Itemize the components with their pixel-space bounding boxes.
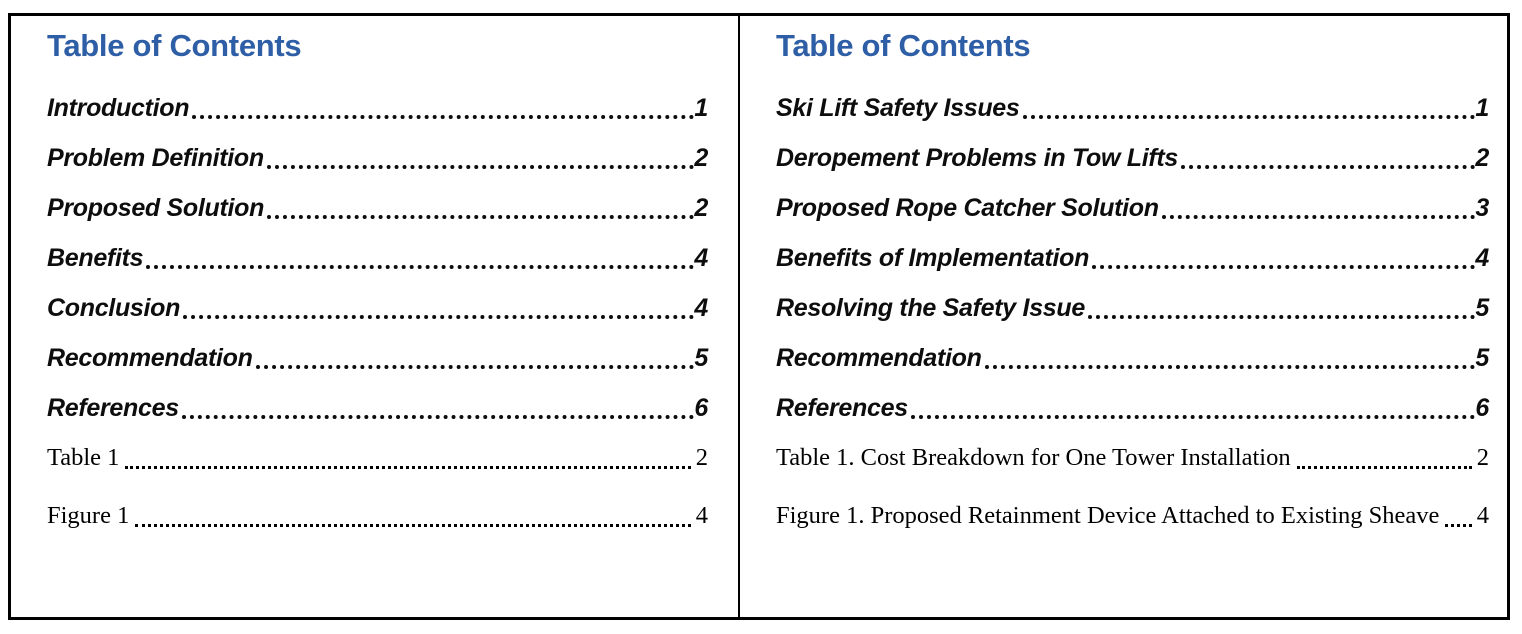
dot-leader — [1181, 165, 1476, 169]
dot-leader — [181, 415, 695, 419]
toc-entry[interactable]: Benefits 4 — [47, 244, 708, 273]
dot-leader — [1092, 265, 1476, 269]
toc-entry[interactable]: Figure 1. Proposed Retainment Device Att… — [776, 502, 1489, 530]
toc-entry-page: 4 — [694, 294, 708, 322]
toc-panel-right: Table of Contents Ski Lift Safety Issues… — [740, 16, 1507, 617]
toc-entry-page: 1 — [1475, 94, 1489, 122]
toc-entry-label: Figure 1. Proposed Retainment Device Att… — [776, 502, 1440, 529]
toc-entry[interactable]: Proposed Solution 2 — [47, 194, 708, 223]
toc-entry[interactable]: Resolving the Safety Issue 5 — [776, 294, 1489, 323]
toc-entry[interactable]: Problem Definition 2 — [47, 144, 708, 173]
toc-entry-page: 2 — [1475, 144, 1489, 172]
toc-entry[interactable]: Conclusion 4 — [47, 294, 708, 323]
toc-entry-label: Proposed Solution — [47, 194, 265, 222]
toc-entry-label: References — [776, 394, 908, 422]
dot-leader — [267, 215, 695, 219]
toc-panel-left: Table of Contents Introduction 1 Problem… — [11, 16, 740, 617]
toc-entry-page: 6 — [1475, 394, 1489, 422]
toc-entry-page: 4 — [694, 244, 708, 272]
toc-entry-page: 2 — [694, 194, 708, 222]
dot-leader — [255, 365, 695, 369]
dot-leader — [183, 315, 695, 319]
toc-entry-page: 2 — [1476, 444, 1489, 471]
dot-leader — [146, 265, 695, 269]
toc-entry[interactable]: References 6 — [776, 394, 1489, 423]
toc-entry-page: 4 — [1476, 502, 1489, 529]
dot-leader — [1087, 315, 1476, 319]
toc-entry[interactable]: Ski Lift Safety Issues 1 — [776, 94, 1489, 123]
dot-leader — [192, 115, 695, 119]
dot-leader — [1296, 466, 1472, 469]
toc-entry-label: Deropement Problems in Tow Lifts — [776, 144, 1179, 172]
toc-heading: Table of Contents — [776, 28, 1031, 63]
toc-entry-label: Recommendation — [47, 344, 253, 372]
toc-entry-label: Figure 1 — [47, 502, 130, 529]
toc-entry[interactable]: Introduction 1 — [47, 94, 708, 123]
toc-entry-page: 6 — [694, 394, 708, 422]
dot-leader — [266, 165, 695, 169]
toc-entry-label: Conclusion — [47, 294, 181, 322]
dot-leader — [910, 415, 1476, 419]
toc-entry-label: References — [47, 394, 179, 422]
toc-entry-page: 3 — [1475, 194, 1489, 222]
toc-entry-page: 4 — [695, 502, 708, 529]
toc-entry-label: Problem Definition — [47, 144, 264, 172]
toc-entry[interactable]: Benefits of Implementation 4 — [776, 244, 1489, 273]
toc-entry[interactable]: References 6 — [47, 394, 708, 423]
dot-leader — [1022, 115, 1476, 119]
toc-comparison-table: Table of Contents Introduction 1 Problem… — [8, 13, 1510, 620]
toc-entry-label: Proposed Rope Catcher Solution — [776, 194, 1159, 222]
toc-entry-page: 5 — [694, 344, 708, 372]
toc-heading: Table of Contents — [47, 28, 302, 63]
toc-entry[interactable]: Table 1. Cost Breakdown for One Tower In… — [776, 444, 1489, 472]
toc-entry-label: Introduction — [47, 94, 190, 122]
toc-entry-page: 2 — [695, 444, 708, 471]
toc-entry[interactable]: Table 1 2 — [47, 444, 708, 472]
toc-entry-page: 5 — [1475, 344, 1489, 372]
toc-entry-label: Recommendation — [776, 344, 982, 372]
toc-entry-list: Introduction 1 Problem Definition 2 Prop… — [47, 94, 708, 530]
toc-entry-label: Benefits — [47, 244, 144, 272]
toc-entry[interactable]: Figure 1 4 — [47, 502, 708, 530]
toc-entry-page: 4 — [1475, 244, 1489, 272]
toc-entry[interactable]: Proposed Rope Catcher Solution 3 — [776, 194, 1489, 223]
toc-entry[interactable]: Recommendation 5 — [47, 344, 708, 373]
toc-entry-label: Table 1 — [47, 444, 120, 471]
dot-leader — [1161, 215, 1476, 219]
dot-leader — [984, 365, 1476, 369]
dot-leader — [1445, 524, 1472, 527]
dot-leader — [125, 466, 691, 469]
toc-entry-label: Resolving the Safety Issue — [776, 294, 1085, 322]
toc-entry[interactable]: Deropement Problems in Tow Lifts 2 — [776, 144, 1489, 173]
toc-entry-list: Ski Lift Safety Issues 1 Deropement Prob… — [776, 94, 1489, 530]
toc-entry-page: 2 — [694, 144, 708, 172]
dot-leader — [135, 524, 691, 527]
toc-entry[interactable]: Recommendation 5 — [776, 344, 1489, 373]
toc-entry-page: 1 — [694, 94, 708, 122]
toc-entry-label: Table 1. Cost Breakdown for One Tower In… — [776, 444, 1291, 471]
toc-entry-label: Ski Lift Safety Issues — [776, 94, 1020, 122]
toc-entry-label: Benefits of Implementation — [776, 244, 1090, 272]
toc-entry-page: 5 — [1475, 294, 1489, 322]
